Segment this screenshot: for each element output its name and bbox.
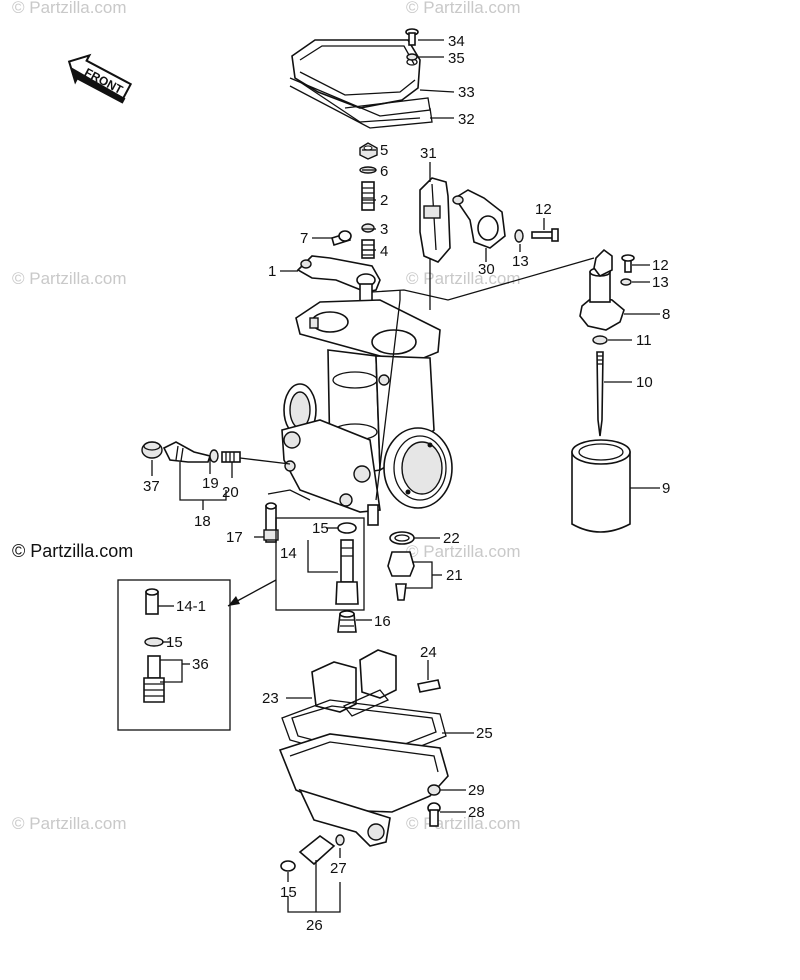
spring-20: [221, 451, 241, 463]
inset-box-14: [275, 517, 365, 611]
callout-30: 30: [478, 261, 495, 278]
sleeve-9: [571, 439, 631, 533]
callout-13a: 13: [512, 253, 529, 270]
watermark: © Partzilla.com: [12, 814, 127, 833]
callout-34: 34: [448, 33, 465, 50]
callout-10: 10: [636, 374, 653, 391]
watermark: © Partzilla.com: [12, 269, 127, 288]
front-arrow-icon: FRONT: [67, 53, 133, 104]
callout-19: 19: [202, 475, 219, 492]
washer-19: [209, 449, 219, 463]
watermark: © Partzilla.com: [406, 542, 521, 561]
pin-24: [417, 679, 441, 693]
washer-29: [427, 784, 441, 796]
gasket-25: [281, 699, 447, 765]
callout-35: 35: [448, 50, 465, 67]
screw-28: [427, 802, 441, 827]
chamber-cap-8: [579, 248, 625, 331]
arm-30: [452, 189, 506, 249]
gasket-22: [389, 531, 415, 545]
callout-5: 5: [380, 142, 388, 159]
watermark: © Partzilla.com: [12, 541, 133, 561]
callout-13b: 13: [652, 274, 669, 291]
valve-seat-21: [387, 551, 415, 601]
adjuster-2: [361, 181, 375, 211]
callout-8: 8: [662, 306, 670, 323]
callout-11: 11: [636, 332, 652, 349]
screw-18: [162, 441, 212, 463]
callout-36: 36: [192, 656, 209, 673]
callout-21: 21: [446, 567, 463, 584]
callout-15b: 15: [166, 634, 183, 651]
washer-3: [361, 223, 375, 233]
callout-26: 26: [306, 917, 323, 934]
spring-4: [361, 239, 375, 259]
callout-4: 4: [380, 243, 388, 260]
float-23: [311, 649, 397, 717]
bracket-31: [419, 177, 451, 263]
callout-15c: 15: [280, 884, 297, 901]
callout-17: 17: [226, 529, 243, 546]
bolt-16: [337, 610, 357, 633]
needle-10: [596, 351, 604, 437]
callout-23: 23: [262, 690, 279, 707]
throttle-link-1: [296, 255, 381, 307]
watermark: © Partzilla.com: [12, 0, 127, 17]
callout-27: 27: [330, 860, 347, 877]
top-gasket: [289, 77, 433, 129]
screw-12a: [531, 228, 559, 242]
jet-17: [263, 502, 279, 543]
inset-box-left: [117, 579, 231, 731]
callout-25: 25: [476, 725, 493, 742]
screw-34: [405, 28, 419, 46]
callout-16: 16: [374, 613, 391, 630]
watermark: © Partzilla.com: [406, 814, 521, 833]
callout-22: 22: [443, 530, 460, 547]
drain-screw-26: [280, 834, 345, 872]
watermark: © Partzilla.com: [406, 0, 521, 17]
washer-35: [406, 53, 418, 61]
callout-14: 14: [280, 545, 297, 562]
screw-12b: [621, 254, 635, 273]
callout-7: 7: [300, 230, 308, 247]
clip-11: [592, 335, 608, 345]
nut-5: [359, 142, 378, 160]
callout-32: 32: [458, 111, 475, 128]
carburetor-body: [281, 299, 453, 526]
callout-3: 3: [380, 221, 388, 238]
watermark: © Partzilla.com: [406, 269, 521, 288]
callout-1: 1: [268, 263, 276, 280]
callout-20: 20: [222, 484, 239, 501]
washer-13b: [620, 278, 632, 286]
callout-12b: 12: [652, 257, 669, 274]
callout-6: 6: [380, 163, 388, 180]
float-bowl: [278, 733, 449, 847]
callout-31: 31: [420, 145, 437, 162]
callout-9: 9: [662, 480, 670, 497]
callout-2: 2: [380, 192, 388, 209]
callouts: 34 35 33 32 5 6 31 2 3 7 4 12 13 30 12 1…: [143, 33, 670, 934]
callout-37: 37: [143, 478, 160, 495]
callout-29: 29: [468, 782, 485, 799]
washer-13a: [514, 229, 524, 243]
callout-12a: 12: [535, 201, 552, 218]
screw-7: [331, 230, 352, 247]
cap-37: [141, 441, 163, 459]
callout-15a: 15: [312, 520, 329, 537]
callout-33: 33: [458, 84, 475, 101]
callout-18: 18: [194, 513, 211, 530]
leader-lines: [151, 39, 660, 913]
callout-14-1: 14-1: [176, 598, 206, 615]
callout-24: 24: [420, 644, 437, 661]
callout-28: 28: [468, 804, 485, 821]
